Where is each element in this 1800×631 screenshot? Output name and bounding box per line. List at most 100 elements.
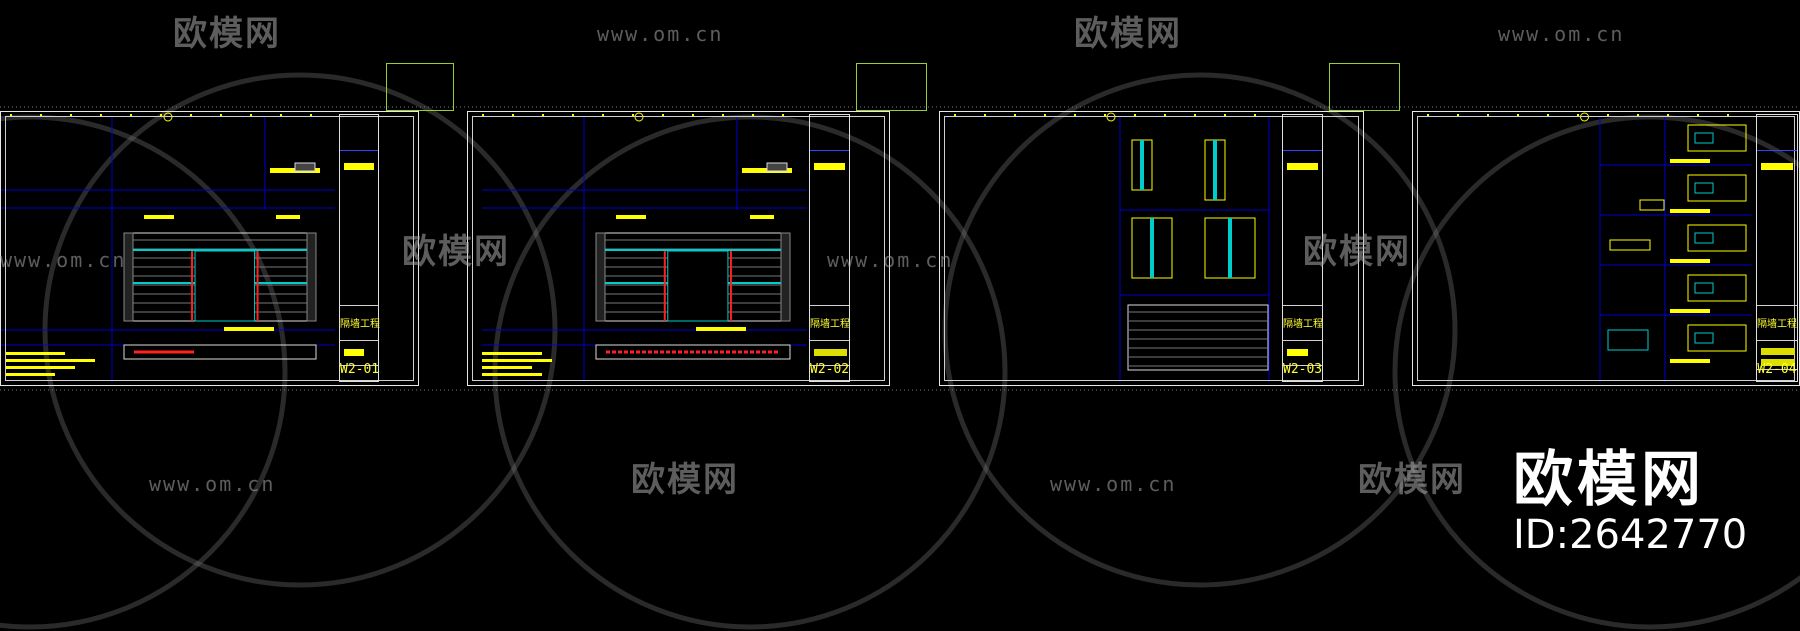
tick-mark <box>1727 114 1729 117</box>
sofa-icon <box>573 468 625 496</box>
detail-plan <box>1687 224 1747 252</box>
note <box>5 359 95 362</box>
watermark-circle <box>0 114 288 630</box>
detail-core <box>1694 132 1714 144</box>
tick-mark <box>1697 114 1699 117</box>
detail-core <box>1694 282 1714 294</box>
drawing-sheet-3[interactable] <box>939 111 1364 386</box>
note <box>5 352 65 355</box>
note <box>482 359 552 362</box>
drawing-sheet-1[interactable] <box>0 111 419 386</box>
tick-mark <box>1607 114 1609 117</box>
note <box>482 352 542 355</box>
detail-plan <box>1687 174 1747 202</box>
tick-mark <box>602 114 604 117</box>
note <box>482 366 532 369</box>
plan-section <box>595 344 791 360</box>
label <box>1670 209 1710 213</box>
watermark-logo-text: 欧模网 <box>1358 460 1466 500</box>
tick-mark <box>1014 114 1016 117</box>
door-opening <box>667 250 729 322</box>
tick-mark <box>662 114 664 117</box>
axis-bubble <box>163 112 173 122</box>
tick-mark <box>782 114 784 117</box>
label <box>1670 259 1710 263</box>
project-name: 隔墙工程 <box>1283 319 1323 330</box>
tick-mark <box>542 114 544 117</box>
watermark-logo-text: 欧模网 <box>1074 14 1182 54</box>
drawing-title-bar <box>344 163 374 170</box>
title-block-2: 隔墙工程 W2-02 <box>809 114 850 382</box>
tick-mark <box>1104 114 1106 117</box>
tick-mark <box>40 114 42 117</box>
watermark-logo: 欧模网 <box>115 14 281 54</box>
axis-bubble <box>634 112 644 122</box>
watermark-logo-text: 欧模网 <box>631 460 739 500</box>
wall-hatch <box>306 232 317 322</box>
watermark-url: www.om.cn <box>597 22 724 46</box>
watermark-logo-text: 欧模网 <box>402 232 510 272</box>
watermark-url: www.om.cn <box>0 248 127 272</box>
detail-plan <box>1687 324 1747 352</box>
watermark-circle <box>942 72 1458 588</box>
watermark-logo: 欧模网 <box>1016 14 1182 54</box>
label <box>616 215 646 219</box>
tick-mark <box>1074 114 1076 117</box>
brand-name: 欧模网 <box>1513 445 1705 515</box>
note <box>482 373 542 376</box>
watermark-logo: 欧模网 <box>573 460 739 500</box>
drawing-subtitle-bar <box>1761 348 1795 355</box>
tick-mark <box>692 114 694 117</box>
detail-core <box>1694 332 1714 344</box>
tick-mark <box>632 114 634 117</box>
stud <box>1150 218 1154 278</box>
sofa-icon <box>115 22 167 50</box>
label <box>276 215 300 219</box>
drawing-sheet-2[interactable] <box>467 111 890 386</box>
watermark-logo-text: 欧模网 <box>173 14 281 54</box>
tick-mark <box>954 114 956 117</box>
sheet-number: W2-01 <box>340 362 380 377</box>
stud <box>1228 218 1232 278</box>
axis-bubble <box>1580 112 1589 122</box>
brand-watermark: 欧模网 ID:2642770 <box>1513 448 1747 558</box>
sheet-number: W2-04 <box>1757 362 1797 377</box>
wall-hatch <box>123 232 134 322</box>
wall-hatch <box>780 232 791 322</box>
tick-mark <box>10 114 12 117</box>
tick-mark <box>1044 114 1046 117</box>
tick-mark <box>722 114 724 117</box>
project-name: 隔墙工程 <box>340 319 380 330</box>
tick-mark <box>100 114 102 117</box>
watermark-logo: 欧模网 <box>1300 460 1466 500</box>
sofa-icon <box>1016 22 1068 50</box>
watermark-circle <box>1392 114 1800 630</box>
tick-mark <box>280 114 282 117</box>
label <box>1670 309 1710 313</box>
watermark-url: www.om.cn <box>149 472 276 496</box>
sofa-icon <box>344 240 396 268</box>
drawing-title-bar <box>1761 163 1793 170</box>
tick-mark <box>984 114 986 117</box>
sheet-number: W2-02 <box>810 362 850 377</box>
detail-small <box>1639 199 1665 211</box>
tick-mark <box>572 114 574 117</box>
drawing-sheet-4[interactable] <box>1412 111 1800 386</box>
wall-hatch <box>595 232 606 322</box>
detail-core <box>1694 232 1714 244</box>
drawing-title-bar <box>1287 163 1318 170</box>
tick-mark <box>1134 114 1136 117</box>
tick-mark <box>310 114 312 117</box>
tick-mark <box>1487 114 1489 117</box>
detail-core <box>1694 182 1714 194</box>
stud <box>1213 140 1217 200</box>
watermark-url: www.om.cn <box>827 248 954 272</box>
title-block-3: 隔墙工程 W2-03 <box>1282 114 1323 382</box>
tick-mark <box>1457 114 1459 117</box>
wall-elevation <box>1127 304 1269 371</box>
tick-mark <box>1224 114 1226 117</box>
watermark-url: www.om.cn <box>1498 22 1625 46</box>
door-opening <box>194 250 256 322</box>
